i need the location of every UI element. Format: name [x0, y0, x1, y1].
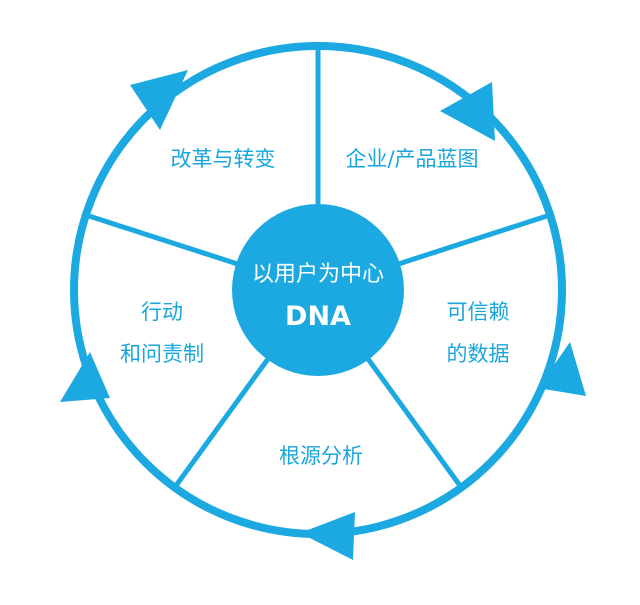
center-title: 以用户为中心	[252, 262, 384, 287]
segment-root-cause-label: 根源分析	[279, 444, 363, 468]
segment-blueprint-label: 企业/产品蓝图	[345, 147, 478, 171]
segment-action-label-line2: 和问责制	[120, 342, 204, 366]
arrow-bottom-icon	[300, 512, 355, 560]
segment-transform-label: 改革与转变	[171, 147, 276, 171]
segment-action-label-line1: 行动	[141, 300, 183, 324]
segment-data-label-line1: 可信赖	[447, 300, 510, 324]
center-circle	[232, 204, 404, 376]
arrow-top-left-icon	[130, 70, 188, 130]
segment-data-label-line2: 的数据	[447, 342, 510, 366]
arrow-right-icon	[538, 342, 586, 396]
arrow-top-right-icon	[440, 82, 495, 141]
center-subtitle: DNA	[285, 301, 351, 332]
arrow-left-icon	[60, 352, 110, 402]
